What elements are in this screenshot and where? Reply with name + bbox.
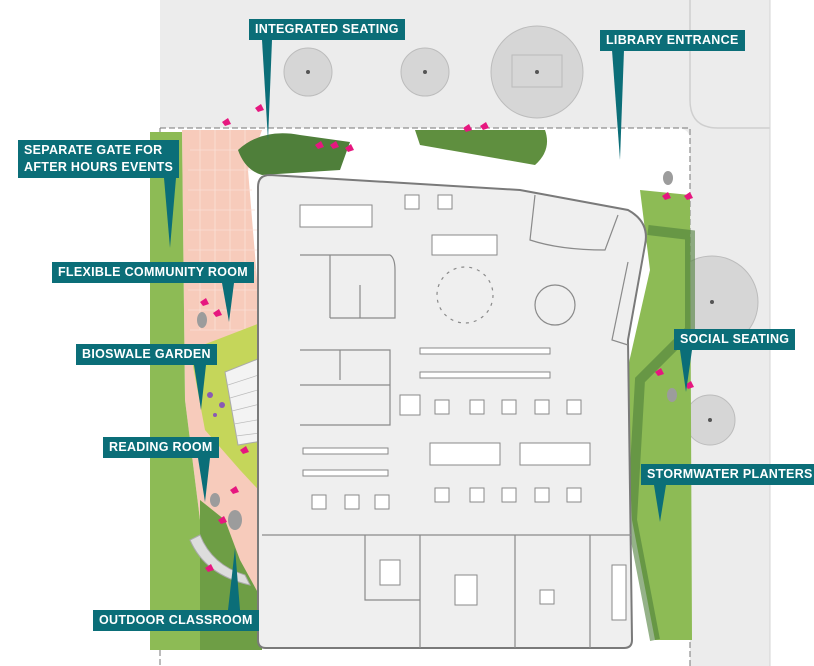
label-stormwater-planters: STORMWATER PLANTERS	[641, 464, 814, 485]
entrance-planter	[415, 130, 548, 165]
sidewalk	[160, 0, 770, 666]
label-library-entrance: LIBRARY ENTRANCE	[600, 30, 745, 51]
left-planting-strip	[150, 132, 200, 650]
street-curb	[689, 0, 770, 129]
label-bioswale-garden: BIOSWALE GARDEN	[76, 344, 217, 365]
boulders	[197, 171, 677, 530]
building-interior	[262, 194, 632, 648]
label-social-seating: SOCIAL SEATING	[674, 329, 796, 350]
social-seating-markers	[200, 104, 694, 572]
label-separate-gate-line2: AFTER HOURS EVENTS	[24, 160, 174, 174]
label-reading-room: READING ROOM	[103, 437, 219, 458]
label-separate-gate-line1: SEPARATE GATE FOR	[24, 143, 163, 157]
label-outdoor-classroom: OUTDOOR CLASSROOM	[93, 610, 259, 631]
label-integrated-seating: INTEGRATED SEATING	[249, 19, 405, 40]
north-planter	[238, 133, 350, 175]
furniture	[299, 194, 627, 621]
right-planting-strip	[625, 190, 692, 640]
label-flexible-community-room: FLEXIBLE COMMUNITY ROOM	[52, 262, 254, 283]
library-building	[257, 173, 647, 649]
site-boundary	[160, 127, 691, 666]
label-separate-gate: SEPARATE GATE FOR AFTER HOURS EVENTS	[18, 140, 180, 178]
label-pointers	[164, 40, 692, 610]
